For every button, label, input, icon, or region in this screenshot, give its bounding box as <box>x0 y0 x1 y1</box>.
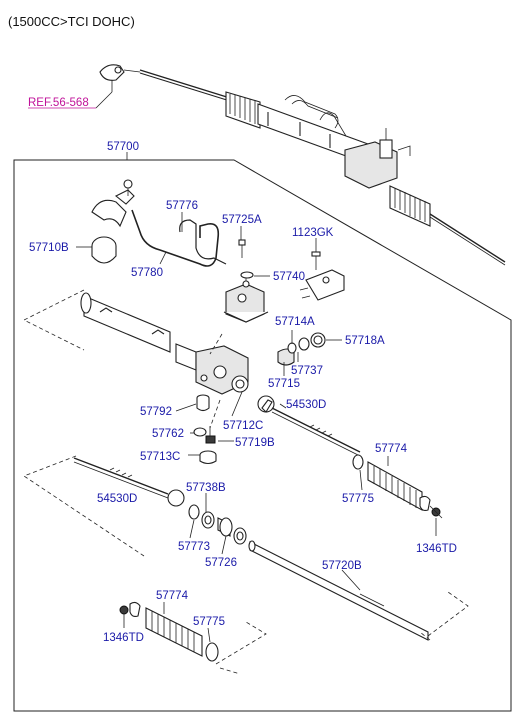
label-57776: 57776 <box>166 200 198 212</box>
bushing-57710b-illustration <box>91 236 117 264</box>
label-57775-left: 57775 <box>193 616 225 628</box>
label-57714a: 57714A <box>275 316 315 328</box>
rack-housing-tube <box>23 289 171 353</box>
label-57738b: 57738B <box>186 482 226 494</box>
label-57718a: 57718A <box>345 335 385 347</box>
label-57712c: 57712C <box>223 420 263 432</box>
label-57715: 57715 <box>268 378 300 390</box>
rack-bar-57720b-illustration <box>248 540 469 641</box>
label-57774-right: 57774 <box>375 443 408 455</box>
bellows-left-illustration <box>119 601 267 675</box>
bolt-57725a-illustration <box>238 239 246 258</box>
engine-spec-header: (1500CC>TCI DOHC) <box>8 14 135 29</box>
label-57710b: 57710B <box>29 242 69 254</box>
label-57713c: 57713C <box>140 451 180 463</box>
label-57773: 57773 <box>178 541 210 553</box>
label-54530d-left: 54530D <box>97 493 137 505</box>
cap-57713c-illustration <box>199 450 217 465</box>
leader-lines <box>76 212 437 643</box>
label-57719b: 57719B <box>235 437 275 449</box>
label-57775-right: 57775 <box>342 493 374 505</box>
valve-body-illustration <box>175 343 249 395</box>
label-57737: 57737 <box>291 365 323 377</box>
label-57720b: 57720B <box>322 560 362 572</box>
inner-tie-rod-right-illustration <box>257 395 361 457</box>
label-57725a: 57725A <box>222 214 262 226</box>
label-1346td-left: 1346TD <box>103 632 144 644</box>
label-57792: 57792 <box>140 406 172 418</box>
nut-57719b-illustration <box>205 426 216 444</box>
label-1346td-right: 1346TD <box>416 543 457 555</box>
label-57700: 57700 <box>107 141 139 153</box>
bush-57792-illustration <box>196 394 210 412</box>
label-57726: 57726 <box>205 557 237 569</box>
rack-seal-set-illustration <box>188 504 247 545</box>
clamp-bracket-illustration <box>91 179 135 228</box>
washer-57762 <box>193 427 207 437</box>
oring-57740 <box>240 271 254 279</box>
inner-tie-rod-left-illustration <box>23 455 185 557</box>
assembled-steering-gear-illustration <box>99 64 506 266</box>
label-57762: 57762 <box>152 428 184 440</box>
label-54530d-right: 54530D <box>286 399 326 411</box>
label-57774-left: 57774 <box>156 590 189 602</box>
label-57780: 57780 <box>131 267 163 279</box>
bracket-1123gk-illustration <box>299 251 345 301</box>
bellows-right-illustration <box>352 454 443 519</box>
seal-set-illustration <box>277 332 326 366</box>
label-1123gk: 1123GK <box>292 227 334 239</box>
reference-link-label[interactable]: REF.56-568 <box>28 97 89 109</box>
control-valve-illustration <box>223 272 269 323</box>
pressure-pipe-57780 <box>131 209 220 267</box>
assembly-frame <box>13 159 512 712</box>
label-57740: 57740 <box>273 271 305 283</box>
